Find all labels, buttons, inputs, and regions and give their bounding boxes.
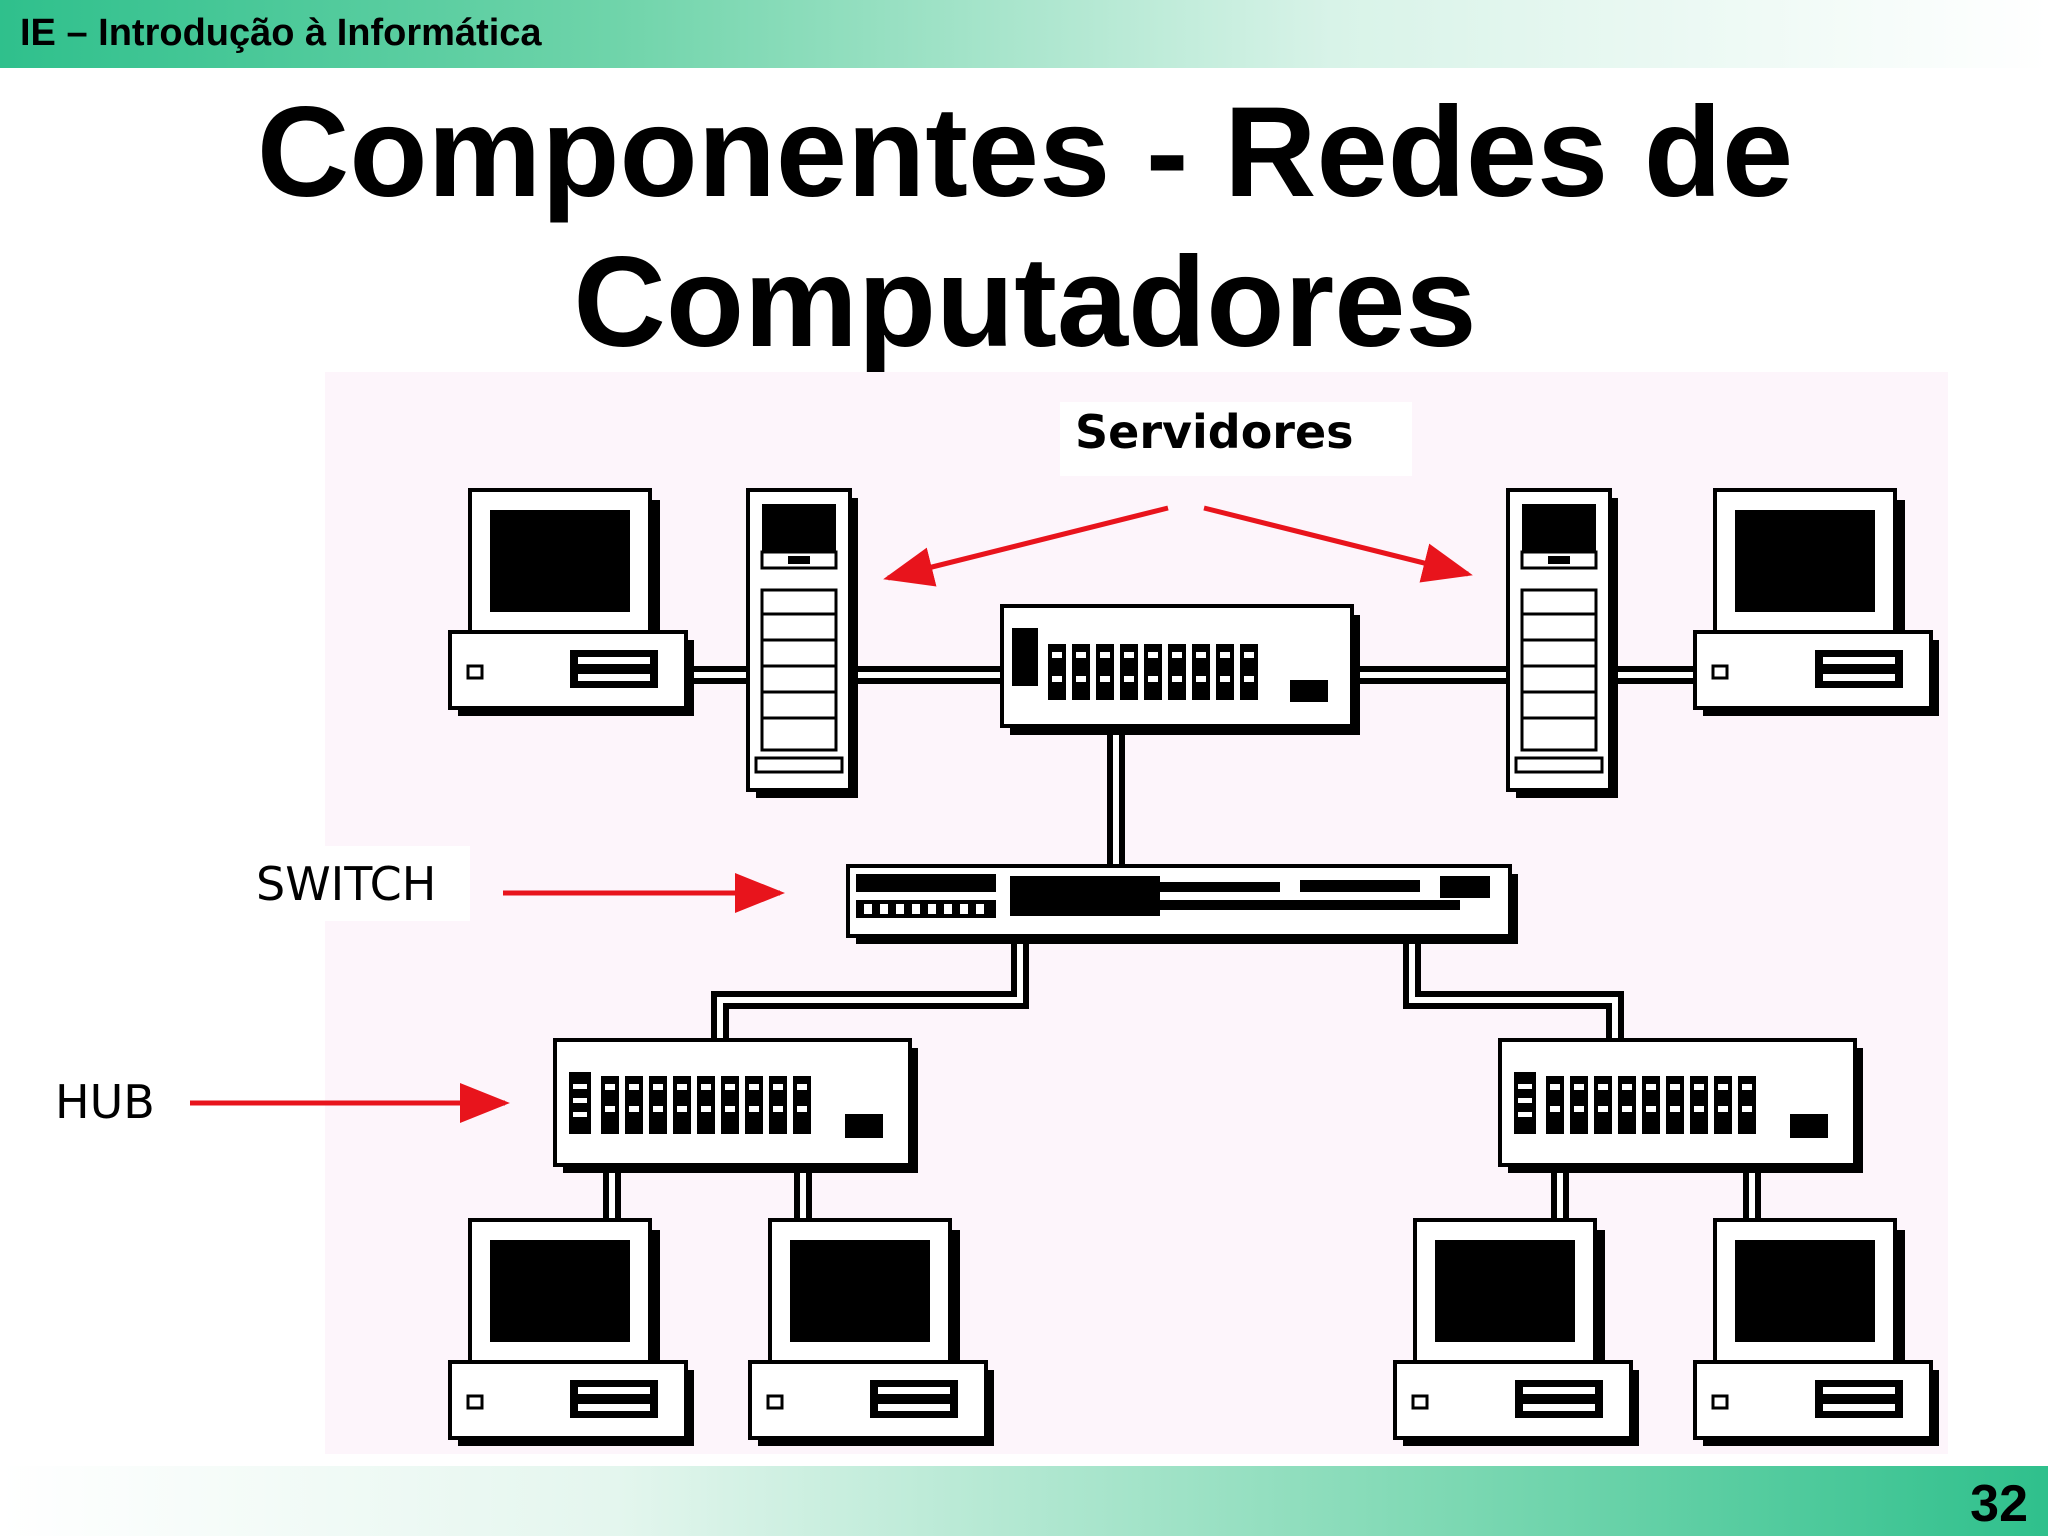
server-right xyxy=(1506,488,1620,800)
workstation-top-right xyxy=(1693,488,1941,718)
servers-label-box xyxy=(1060,402,1412,476)
slide-number: 32 xyxy=(1970,1475,2028,1533)
switch-label-box xyxy=(245,846,470,921)
hub-label: HUB xyxy=(55,1075,155,1129)
arrow-to-server-left xyxy=(883,505,1169,587)
title-line-1: Componentes - Redes de xyxy=(256,81,1794,224)
server-left xyxy=(746,488,860,800)
hub-left xyxy=(553,1038,920,1175)
switch-label: SWITCH xyxy=(256,857,436,911)
title-line-2: Computadores xyxy=(573,231,1477,374)
workstation-top-left xyxy=(448,488,696,718)
switch-device xyxy=(846,864,1518,944)
hub-right xyxy=(1498,1038,1865,1175)
arrow-to-server-right xyxy=(1203,505,1473,583)
course-title: IE – Introdução à Informática xyxy=(20,12,542,54)
header-bar xyxy=(0,0,2048,68)
page-title: Componentes - Redes de Computadores xyxy=(180,78,1870,378)
workstation-bottom-2 xyxy=(748,1218,996,1448)
hub-top xyxy=(1000,604,1360,735)
workstation-bottom-3 xyxy=(1393,1218,1641,1448)
workstation-bottom-1 xyxy=(448,1218,696,1448)
annotation-arrows xyxy=(190,505,1473,1123)
footer-bar xyxy=(0,1466,2048,1536)
servers-label: Servidores xyxy=(1075,405,1354,459)
workstation-bottom-4 xyxy=(1693,1218,1941,1448)
